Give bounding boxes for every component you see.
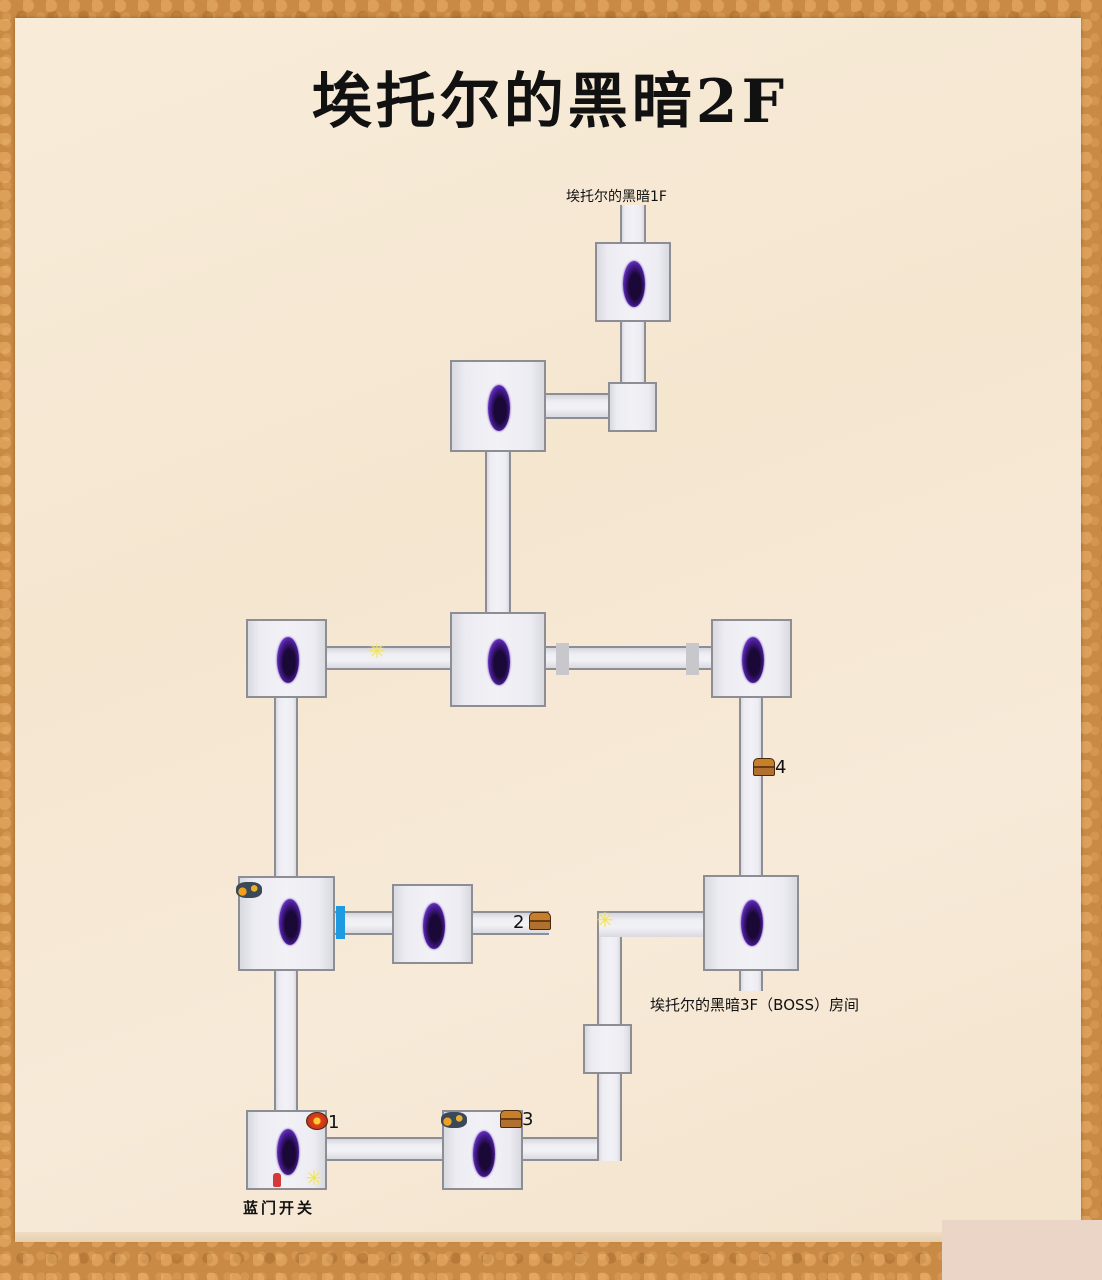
corridor-to-1f (620, 205, 646, 244)
treasure-chest-icon[interactable] (500, 1110, 522, 1128)
portal-icon[interactable] (623, 261, 645, 307)
parchment-background (15, 18, 1081, 1242)
chest-number: 4 (775, 757, 787, 778)
sparkle-icon[interactable]: ✳ (596, 908, 614, 932)
map-title: 埃托尔的黑暗2F (311, 67, 789, 137)
room-mid-center (450, 612, 546, 707)
corridor-to-boss-room (597, 911, 705, 937)
chest-number: 2 (513, 912, 525, 933)
corridor-upper-horizontal (544, 393, 610, 419)
corridor-south-connector-down (597, 1072, 622, 1161)
room-1f-entry (595, 242, 671, 322)
corridor-left-vertical (274, 696, 298, 878)
corridor-right-vertical (739, 696, 763, 877)
label-to-3f-boss: 埃托尔的黑暗3F（BOSS）房间 (650, 996, 860, 1014)
room-boss-stairs (703, 875, 799, 971)
portal-icon[interactable] (277, 637, 299, 683)
treasure-chest-icon[interactable] (529, 912, 551, 930)
portal-icon[interactable] (741, 900, 763, 946)
corridor-mid-center-right (544, 646, 713, 670)
gift-box-icon[interactable] (306, 1112, 328, 1130)
corridor-to-3f (739, 969, 763, 991)
portal-icon[interactable] (473, 1131, 495, 1177)
room-west (238, 876, 335, 971)
portal-icon[interactable] (277, 1129, 299, 1175)
portal-icon[interactable] (488, 639, 510, 685)
corridor-top-to-connector (620, 320, 646, 384)
room-upper-connector (608, 382, 657, 432)
gate-left[interactable] (556, 643, 569, 675)
portal-icon[interactable] (279, 899, 301, 945)
room-mid-left (246, 619, 327, 698)
sparkle-icon[interactable]: ✳ (368, 639, 386, 663)
blue-door[interactable] (336, 906, 345, 939)
room-center-small (392, 884, 473, 964)
gate-right[interactable] (686, 643, 699, 675)
portal-icon[interactable] (423, 903, 445, 949)
portal-icon[interactable] (488, 385, 510, 431)
portal-icon[interactable] (742, 637, 764, 683)
corridor-west-south (274, 969, 298, 1112)
ore-icon[interactable] (441, 1112, 467, 1128)
chest-number: 3 (522, 1109, 534, 1130)
watermark-block (942, 1220, 1102, 1280)
room-mid-right (711, 619, 792, 698)
room-upper-left (450, 360, 546, 452)
chest-number: 1 (328, 1112, 340, 1133)
corridor-mid-left-center (325, 646, 452, 670)
treasure-chest-icon[interactable] (753, 758, 775, 776)
room-south-connector (583, 1024, 632, 1074)
label-blue-door-switch: 蓝门开关 (243, 1199, 316, 1217)
ore-icon[interactable] (236, 882, 262, 898)
corridor-upper-to-mid (485, 450, 511, 614)
sparkle-icon[interactable]: ✳ (305, 1166, 323, 1190)
switch-lever-icon[interactable] (273, 1173, 281, 1187)
label-to-1f: 埃托尔的黑暗1F (566, 189, 667, 205)
corridor-south-horizontal (325, 1137, 444, 1161)
